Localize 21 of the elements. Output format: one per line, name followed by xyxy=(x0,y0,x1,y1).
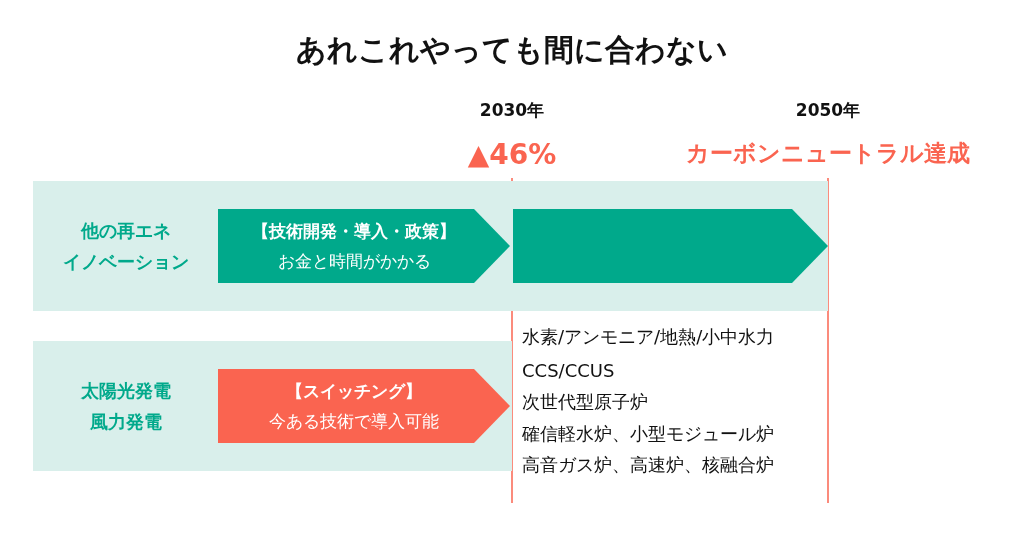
arrow-text: 今ある技術で導入可能 xyxy=(269,410,439,433)
arrow-heading: 【技術開発・導入・政策】 xyxy=(252,220,456,243)
arrow-text: お金と時間がかかる xyxy=(277,250,431,273)
category-band xyxy=(33,341,512,471)
category-label: 太陽光発電 xyxy=(80,379,171,403)
arrow xyxy=(513,209,828,283)
arrow-shape xyxy=(218,209,510,283)
category-label: 風力発電 xyxy=(89,410,162,434)
category-band xyxy=(33,181,828,311)
arrow-heading: 【スイッチング】 xyxy=(286,380,422,403)
year-label: 2050年 xyxy=(795,100,861,121)
year-label: 2030年 xyxy=(479,100,545,121)
category-label: 他の再エネ xyxy=(80,219,171,243)
title: あれこれやっても間に合わない xyxy=(295,31,729,69)
category-label: イノベーション xyxy=(62,250,189,274)
goal-label: カーボンニュートラル達成 xyxy=(686,140,970,168)
technology-item: CCS/CCUS xyxy=(522,360,615,382)
reduction-target: ▲46% xyxy=(467,138,557,172)
technology-item: 水素/アンモニア/地熱/小中水力 xyxy=(522,326,775,348)
arrow-shape xyxy=(218,369,510,443)
technology-item: 高音ガス炉、高速炉、核融合炉 xyxy=(522,454,774,476)
